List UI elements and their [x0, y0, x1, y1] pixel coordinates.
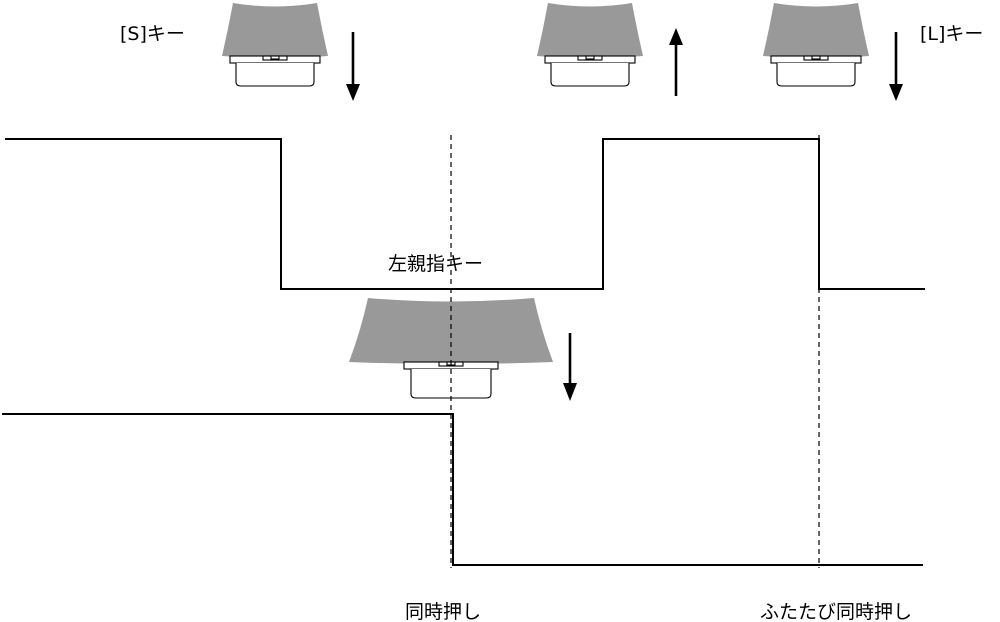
- thumb-key-waveform: [2, 413, 923, 566]
- s-key-icon: [221, 2, 329, 87]
- l-key-label: [L]キー: [920, 23, 983, 45]
- s-key-label: [S]キー: [120, 23, 185, 45]
- released-key-icon: [536, 2, 644, 87]
- simultaneous-label-2: ふたたび同時押し: [760, 601, 912, 622]
- thumb-key-down-arrow-icon: [563, 333, 577, 401]
- simultaneous-label-1: 同時押し: [405, 601, 481, 622]
- thumb-key-label: 左親指キー: [388, 253, 483, 275]
- s-key-down-arrow-icon: [346, 32, 360, 101]
- l-key-icon: [762, 2, 870, 87]
- key-up-arrow-icon: [669, 28, 683, 96]
- l-key-down-arrow-icon: [889, 32, 903, 101]
